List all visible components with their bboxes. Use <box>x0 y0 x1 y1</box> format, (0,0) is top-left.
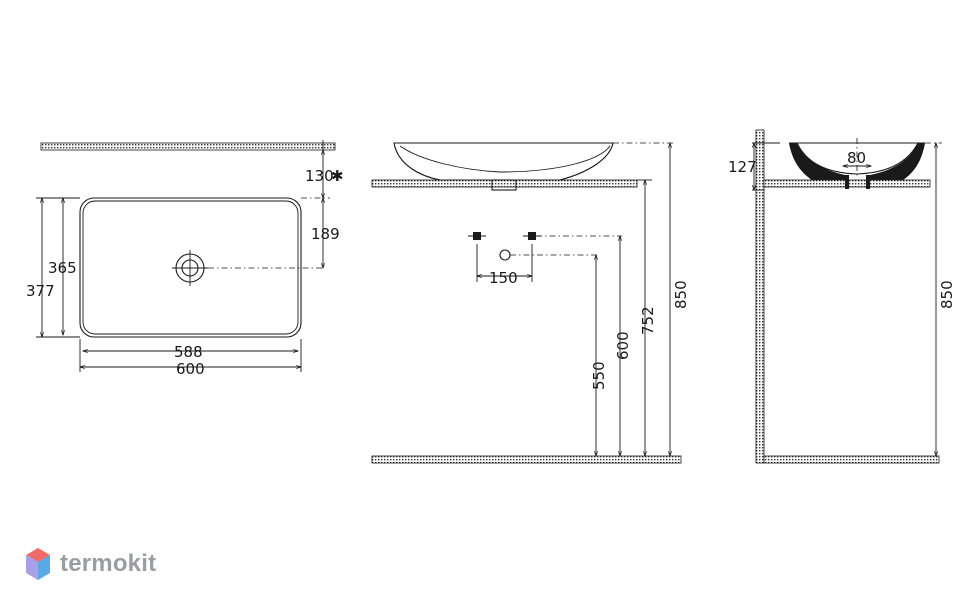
drain-pipe-front <box>491 179 517 191</box>
dim-850-side: 850 <box>938 280 956 309</box>
floor-front-view <box>371 455 682 464</box>
brand-logo[interactable]: termokit <box>24 546 156 582</box>
dim-127: 127 <box>728 158 757 176</box>
dim-377: 377 <box>26 282 55 300</box>
drain-symbol <box>172 250 208 286</box>
dim-130: 130 <box>305 167 334 185</box>
basin-profile-front <box>393 142 614 181</box>
basin-outline-top-view <box>79 197 302 338</box>
countertop-top-view <box>40 142 336 151</box>
dim-130-marker: ✱ <box>331 167 344 185</box>
dim-189: 189 <box>311 225 340 243</box>
front-view: 150 550 600 752 850 <box>371 142 690 464</box>
cube-logo-icon <box>26 548 50 580</box>
dim-588: 588 <box>174 343 203 361</box>
drain-pipe-side <box>845 175 849 189</box>
dim-600-height: 600 <box>614 331 632 360</box>
dim-365: 365 <box>48 259 77 277</box>
wall-side-view <box>755 129 765 464</box>
floor-side-view <box>763 455 940 464</box>
dim-752: 752 <box>639 306 657 335</box>
basin-section-side <box>789 143 845 180</box>
basin-inner-outline <box>82 200 299 335</box>
drain-outlet-wall <box>499 249 511 261</box>
dim-600: 600 <box>176 360 205 378</box>
countertop-front-view <box>371 179 638 188</box>
dim-850-front: 850 <box>672 280 690 309</box>
side-view: 80 127 850 <box>728 129 956 464</box>
dim-550: 550 <box>590 361 608 390</box>
dim-80: 80 <box>847 149 866 167</box>
top-view: 130 ✱ 189 365 377 588 600 <box>26 140 344 378</box>
supply-point-left <box>468 232 486 240</box>
dim-150: 150 <box>489 269 518 287</box>
brand-name: termokit <box>60 550 157 577</box>
